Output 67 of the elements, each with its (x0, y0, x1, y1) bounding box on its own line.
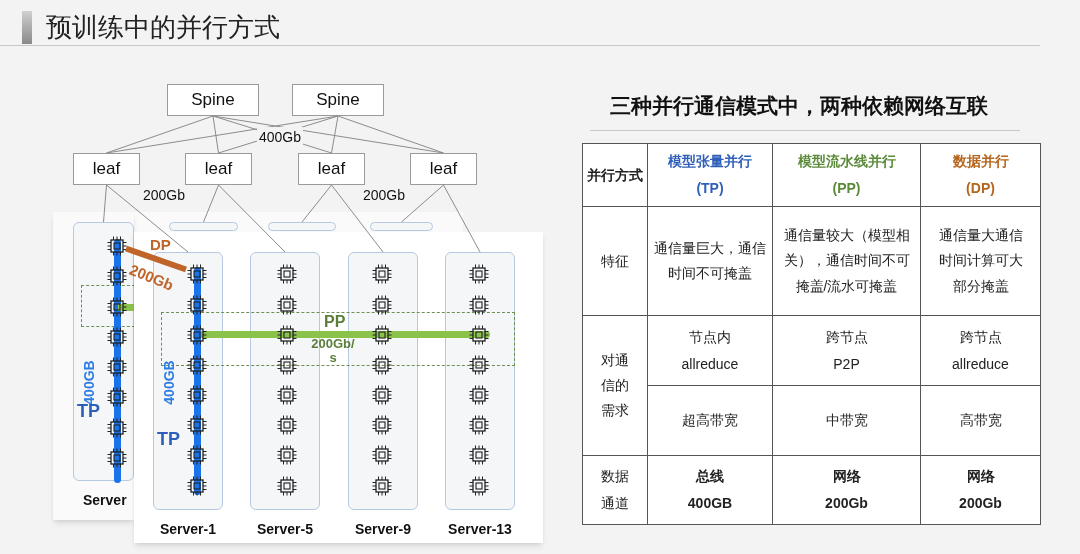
pp-label: PP (324, 314, 346, 331)
network-link-line (443, 184, 481, 253)
table-header-cell: 模型张量并行 (TP) (648, 144, 773, 207)
table-cell: 跨节点 P2P (773, 316, 921, 386)
server-column (370, 222, 433, 231)
switch-label: leaf (317, 158, 346, 181)
server-label: Server-9 (353, 520, 412, 539)
table-cell: 高带宽 (921, 386, 1041, 456)
tp-label: TP (157, 428, 180, 451)
switch-box (167, 84, 259, 116)
table-cell: 数据通道 (583, 456, 648, 525)
table-cell: 通信量较大（模型相关），通信时间不可掩盖/流水可掩盖 (773, 207, 921, 316)
network-link-line (301, 184, 332, 223)
bandwidth-label: 400Gb (257, 127, 304, 148)
server-label: Server-13 (447, 520, 513, 539)
table-cell: 通信量大通信时间计算可大部分掩盖 (921, 207, 1041, 316)
bandwidth-label: 200Gb/ s (310, 337, 356, 365)
switch-label: leaf (204, 158, 233, 181)
gpu-chip-icon (187, 264, 207, 284)
bandwidth-label: 200Gb (363, 186, 406, 205)
table-header-cell: 数据并行 (DP) (921, 144, 1041, 207)
table-cell: 总线 400GB (648, 456, 773, 525)
server-column (169, 222, 238, 231)
table-cell: 网络 200Gb (773, 456, 921, 525)
network-link-line (331, 115, 339, 154)
edge-label: DP (150, 235, 171, 255)
switch-box (298, 153, 365, 185)
network-link-line (106, 115, 214, 154)
table-cell: 跨节点 allreduce (921, 316, 1041, 386)
table-header-cell: 模型流水线并行 (PP) (773, 144, 921, 207)
dp-link-line (125, 245, 187, 273)
bandwidth-label: 400GB (80, 360, 97, 405)
switch-box (292, 84, 384, 116)
gpu-chip-icon (107, 236, 127, 256)
table-cell: 特征 (583, 207, 648, 316)
table-cell: 网络 200Gb (921, 456, 1041, 525)
bandwidth-label: 200Gb (126, 259, 177, 296)
network-link-line (203, 184, 219, 223)
table-cell: 节点内 allreduce (648, 316, 773, 386)
switch-label: leaf (429, 158, 458, 181)
bandwidth-label: 200Gb (143, 186, 186, 205)
table-cell: 通信量巨大，通信时间不可掩盖 (648, 207, 773, 316)
switch-box (410, 153, 477, 185)
network-link-line (212, 115, 219, 154)
page-title: 预训练中的并行方式 (46, 11, 280, 44)
table-cell: 对通信的需求 (583, 316, 648, 456)
switch-label: Spine (191, 89, 235, 112)
table-header-cell: 并行方式 (583, 144, 648, 207)
server-label: Server-5 (255, 520, 314, 539)
server-column (445, 252, 515, 510)
network-link-line (103, 184, 107, 223)
switch-box (73, 153, 140, 185)
network-link-line (337, 115, 444, 154)
network-link-line (331, 184, 384, 253)
table-cell: 中带宽 (773, 386, 921, 456)
server-label: Server (83, 491, 127, 510)
server-label: Server-1 (158, 520, 217, 539)
table-cell: 超高带宽 (648, 386, 773, 456)
switch-box (185, 153, 252, 185)
server-column (268, 222, 336, 231)
network-link-line (401, 184, 444, 223)
network-link-line (218, 184, 286, 253)
section-heading: 三种并行通信模式中，两种依赖网络互联 (610, 93, 988, 119)
bandwidth-label: 400GB (159, 360, 178, 405)
network-link-line (106, 184, 189, 253)
switch-label: Spine (316, 89, 360, 112)
switch-label: leaf (92, 158, 121, 181)
